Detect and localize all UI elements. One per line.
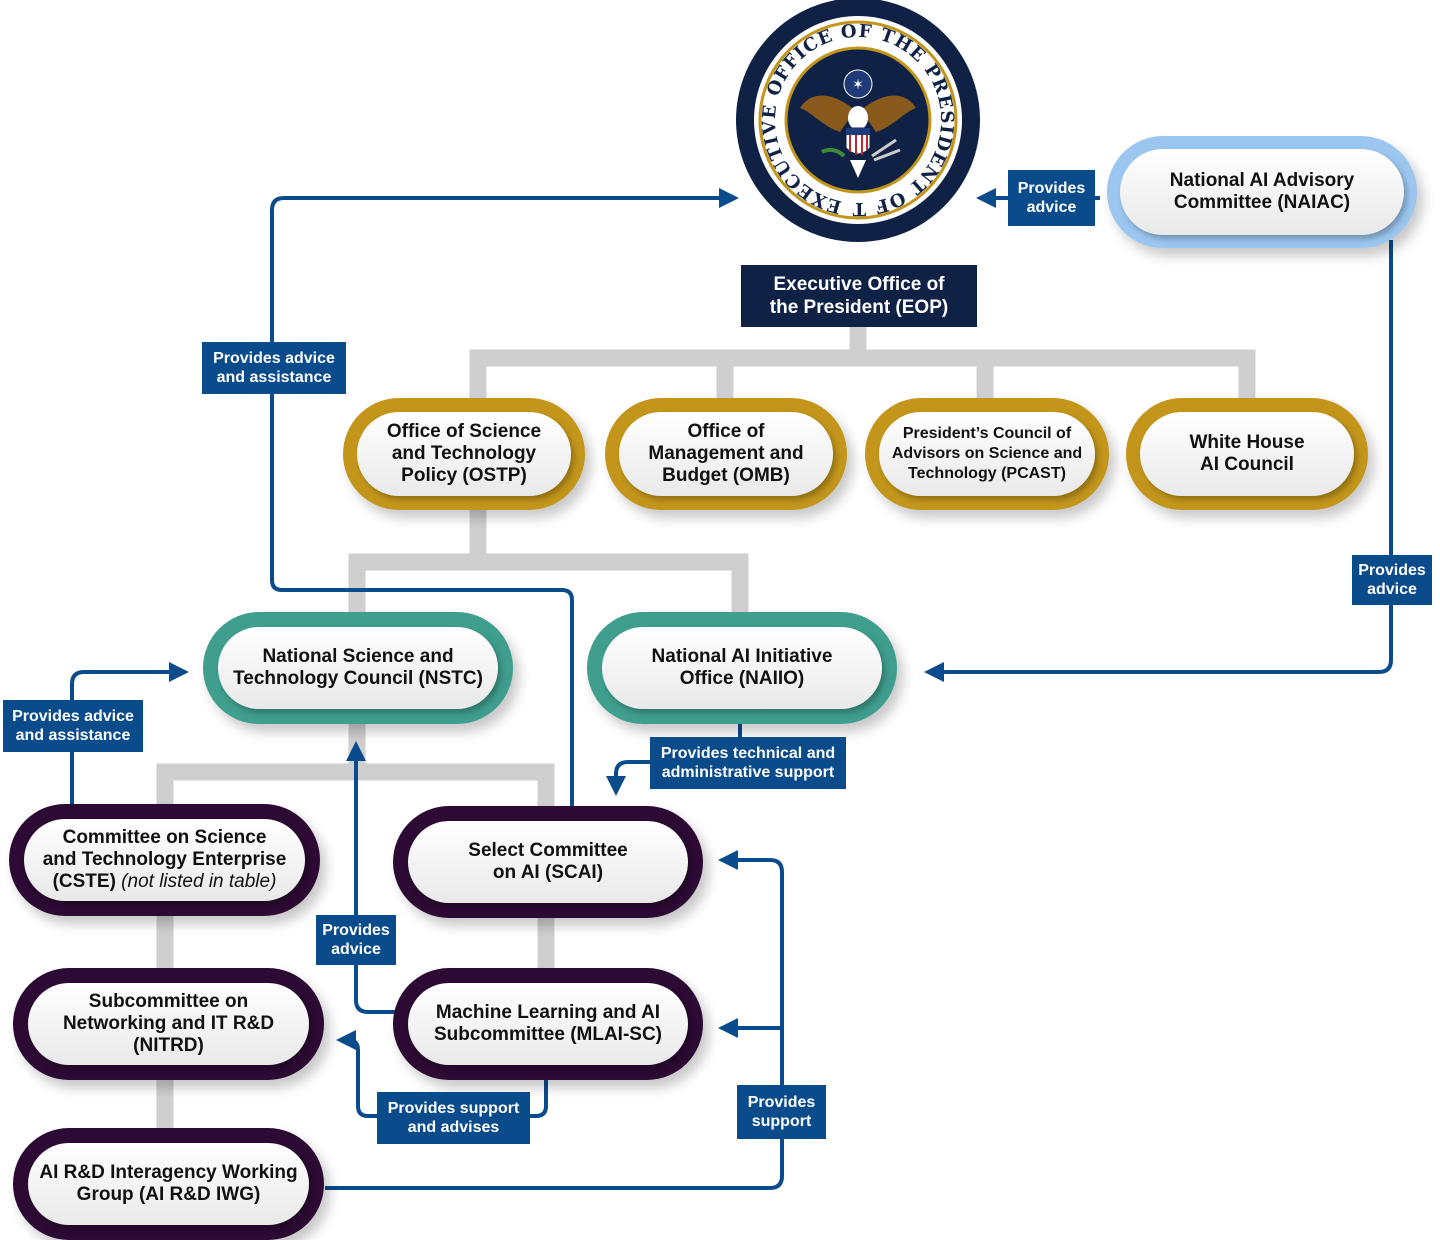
naiio-node[interactable]: National AI Initiative Office (NAIIO) xyxy=(587,612,897,724)
label-mlai-to-nstc-text: Provides advice xyxy=(322,922,390,958)
ostp-label: Office of Science and Technology Policy … xyxy=(386,421,542,486)
eop-label-text: Executive Office of the President (EOP) xyxy=(769,274,949,318)
cste-label: Committee on Science and Technology Ente… xyxy=(42,827,287,892)
nstc-node[interactable]: National Science and Technology Council … xyxy=(203,612,513,724)
label-mlai-to-nitrd: Provides support and advises xyxy=(377,1092,530,1144)
label-ostp-to-eop-text: Provides advice and assistance xyxy=(213,350,335,386)
label-naiac-to-naiio-text: Provides advice xyxy=(1358,562,1426,598)
label-naiac-to-eop-text: Provides advice xyxy=(1017,180,1086,216)
label-mlai-to-nstc: Provides advice xyxy=(316,915,396,965)
mlai-sc-label: Machine Learning and AI Subcommittee (ML… xyxy=(434,1002,662,1045)
ai-rd-iwg-node[interactable]: AI R&D Interagency Working Group (AI R&D… xyxy=(13,1128,324,1240)
label-mlai-to-nitrd-text: Provides support and advises xyxy=(387,1100,520,1136)
label-cste-to-nstc: Provides advice and assistance xyxy=(3,700,143,752)
label-iwg-support-text: Provides support xyxy=(747,1094,816,1130)
naiio-label: National AI Initiative Office (NAIIO) xyxy=(651,646,833,689)
svg-text:✶: ✶ xyxy=(852,77,864,93)
eop-label: Executive Office of the President (EOP) xyxy=(741,265,977,327)
scai-node[interactable]: Select Committee on AI (SCAI) xyxy=(393,806,703,918)
omb-node[interactable]: Office of Management and Budget (OMB) xyxy=(605,398,847,510)
nitrd-label: Subcommittee on Networking and IT R&D (N… xyxy=(62,991,275,1056)
naiac-node[interactable]: National AI Advisory Committee (NAIAC) xyxy=(1107,136,1417,248)
label-naiac-to-naiio: Provides advice xyxy=(1352,555,1432,605)
omb-label: Office of Management and Budget (OMB) xyxy=(648,421,804,486)
cste-note-text: (not listed in table) xyxy=(121,871,277,892)
nstc-label: National Science and Technology Council … xyxy=(233,646,483,689)
label-naiio-to-scai: Provides technical and administrative su… xyxy=(650,737,846,789)
ai-rd-iwg-label: AI R&D Interagency Working Group (AI R&D… xyxy=(39,1162,298,1205)
eop-seal: EXECUTIVE OFFICE OF THE PRESIDENT OF THE… xyxy=(0,0,980,242)
white-house-ai-council-label: White House AI Council xyxy=(1189,432,1305,475)
label-naiio-to-scai-text: Provides technical and administrative su… xyxy=(660,745,836,781)
label-iwg-support: Provides support xyxy=(737,1085,826,1139)
pcast-node[interactable]: President’s Council of Advisors on Scien… xyxy=(865,398,1109,510)
pcast-label: President’s Council of Advisors on Scien… xyxy=(891,425,1083,482)
label-ostp-to-eop: Provides advice and assistance xyxy=(202,342,346,394)
nitrd-node[interactable]: Subcommittee on Networking and IT R&D (N… xyxy=(13,968,324,1080)
white-house-ai-council-node[interactable]: White House AI Council xyxy=(1126,398,1368,510)
cste-node[interactable]: Committee on Science and Technology Ente… xyxy=(9,804,320,916)
naiac-label: National AI Advisory Committee (NAIAC) xyxy=(1169,170,1355,213)
label-naiac-to-eop: Provides advice xyxy=(1008,170,1095,226)
ostp-node[interactable]: Office of Science and Technology Policy … xyxy=(343,398,585,510)
mlai-sc-node[interactable]: Machine Learning and AI Subcommittee (ML… xyxy=(393,968,703,1080)
label-cste-to-nstc-text: Provides advice and assistance xyxy=(12,708,134,744)
scai-label: Select Committee on AI (SCAI) xyxy=(468,840,628,883)
